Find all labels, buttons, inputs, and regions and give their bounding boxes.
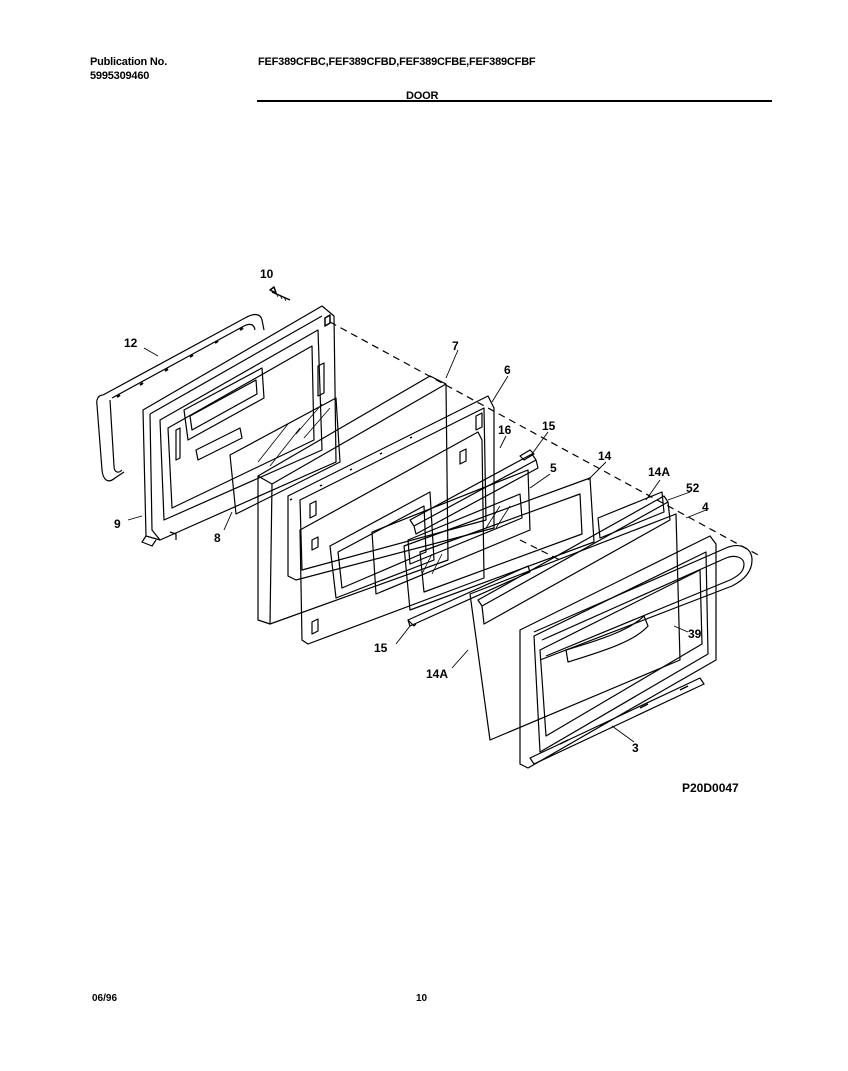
- model-numbers: FEF389CFBC,FEF389CFBD,FEF389CFBE,FEF389C…: [258, 56, 536, 68]
- part-insulation: [257, 375, 449, 625]
- part-door-gasket: [96, 313, 265, 482]
- callout-10: 10: [260, 267, 274, 281]
- part-outer-door-frame: [519, 535, 717, 769]
- callout-14a-top: 14A: [648, 465, 670, 479]
- callout-39: 39: [688, 627, 702, 641]
- part-panel-14a-top: [597, 491, 665, 539]
- part-screw: [269, 286, 291, 302]
- leader-lines: [127, 347, 707, 743]
- section-title: DOOR: [406, 90, 439, 102]
- part-bottom-trim: [529, 677, 705, 765]
- part-panel-14a-bottom: [469, 513, 681, 741]
- publication-number: 5995309460: [90, 70, 150, 82]
- callout-8: 8: [214, 531, 221, 545]
- part-window-frame: [287, 395, 495, 581]
- footer-date: 06/96: [92, 993, 118, 1004]
- callout-16: 16: [498, 423, 512, 437]
- callout-9: 9: [114, 517, 121, 531]
- callout-3: 3: [632, 741, 639, 755]
- part-glass-retainer-top: [409, 449, 539, 535]
- part-middle-glass-5: [371, 469, 531, 595]
- callout-52: 52: [686, 481, 700, 495]
- callout-12: 12: [124, 336, 138, 350]
- part-trim-strip-52: [477, 495, 671, 625]
- callout-14: 14: [598, 449, 612, 463]
- figure-code: P20D0047: [682, 781, 739, 795]
- assembly-axis-line: [329, 321, 761, 557]
- footer-page-number: 10: [416, 993, 428, 1004]
- callout-15-bottom: 15: [374, 641, 388, 655]
- part-inner-glass-8: [229, 397, 341, 515]
- callout-4: 4: [702, 500, 709, 514]
- part-glass-retainer-bottom: [407, 565, 531, 627]
- callout-14a-bottom: 14A: [426, 667, 448, 681]
- callout-5: 5: [550, 461, 557, 475]
- part-door-liner-16: [299, 431, 485, 645]
- header-rule: [257, 100, 772, 102]
- callout-15-top: 15: [542, 419, 556, 433]
- part-inner-door-liner: [141, 305, 337, 547]
- part-outer-glass-14: [403, 477, 595, 611]
- callout-6: 6: [504, 363, 511, 377]
- part-door-handle: [533, 545, 753, 661]
- callout-7: 7: [452, 339, 459, 353]
- publication-label: Publication No.: [90, 56, 168, 68]
